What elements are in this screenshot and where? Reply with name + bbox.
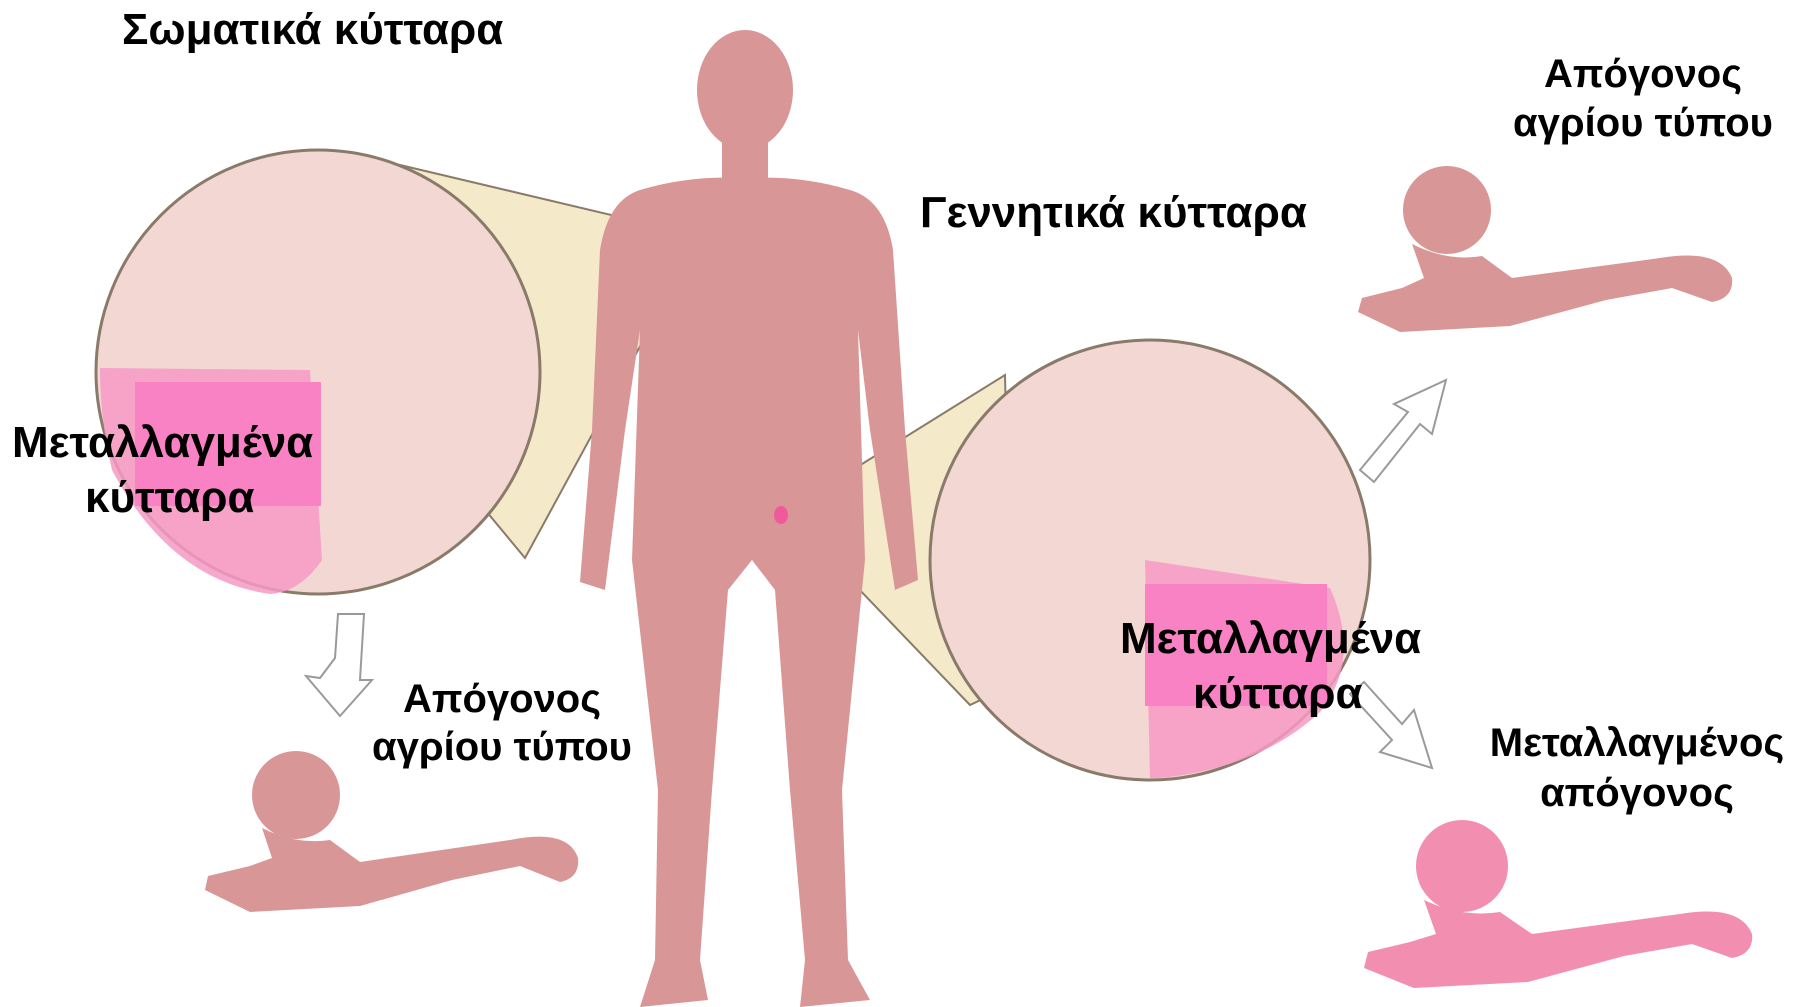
- somatic-offspring-arrow: [306, 614, 372, 716]
- somatic-mutated-cells-label-2: κύτταρα: [85, 473, 255, 522]
- mutant-offspring-label-2: απόγονος: [1540, 771, 1734, 815]
- somatic-cell-circle: [96, 150, 540, 594]
- germline-mutated-cells-label: Μεταλλαγμένα: [1120, 614, 1421, 663]
- mutant-offspring-label: Μεταλλαγμένος: [1490, 721, 1784, 765]
- somatic-cells-title: Σωματικά κύτταρα: [122, 5, 503, 54]
- germline-mutated-cells-label-2: κύτταρα: [1193, 669, 1363, 718]
- germline-wild-type-baby: [1358, 166, 1732, 332]
- germline-focus-dot: [774, 506, 788, 524]
- somatic-wild-type-baby: [205, 751, 578, 912]
- mutant-offspring-baby: [1364, 820, 1752, 988]
- germline-cells-title: Γεννητικά κύτταρα: [920, 188, 1307, 237]
- somatic-mutated-cells-label: Μεταλλαγμένα: [12, 418, 313, 467]
- germline-wild-offspring-label-2: αγρίου τύπου: [1513, 101, 1773, 145]
- germline-wild-offspring-label: Απόγονος: [1544, 52, 1742, 96]
- germline-wild-offspring-arrow: [1360, 380, 1446, 482]
- somatic-offspring-label-2: αγρίου τύπου: [372, 725, 632, 769]
- somatic-offspring-label: Απόγονος: [403, 677, 601, 721]
